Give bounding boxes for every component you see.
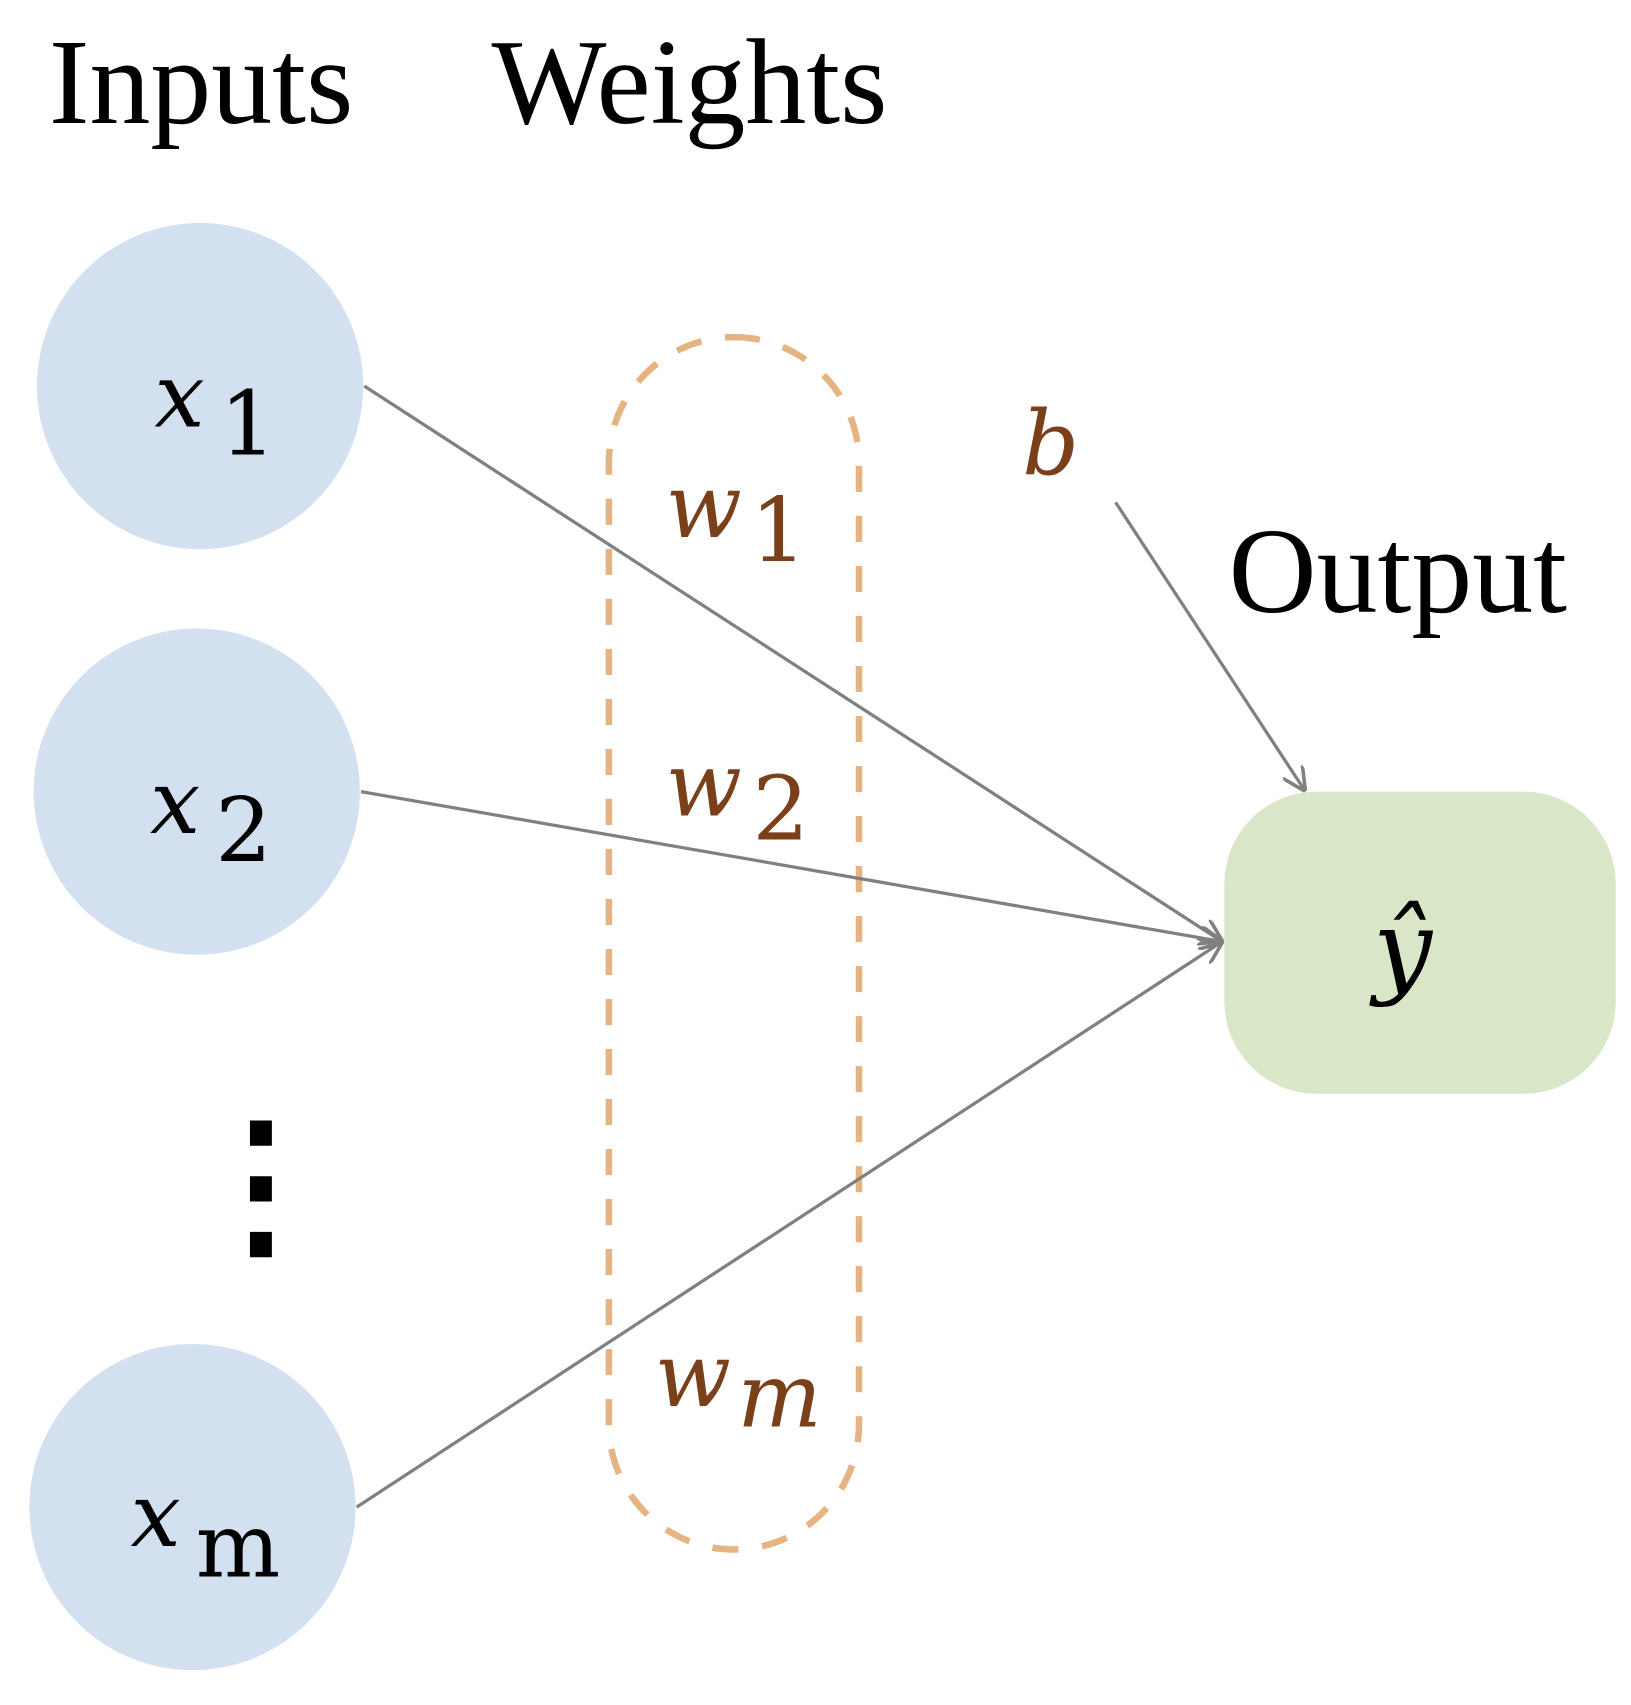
edge-bias-to-output bbox=[1114, 501, 1305, 790]
weights-heading: Weights bbox=[491, 15, 887, 150]
input-subscript: 2 bbox=[215, 779, 272, 883]
edge-x2-to-output bbox=[360, 790, 1222, 942]
weight-subscript: m bbox=[737, 1345, 822, 1449]
inputs-heading: Inputs bbox=[49, 15, 353, 150]
weights-group-box bbox=[605, 333, 863, 1553]
weight-subscript: 1 bbox=[750, 479, 807, 583]
input-node-xm: x m bbox=[29, 1343, 356, 1671]
weight-symbol: w bbox=[665, 455, 741, 559]
input-symbol: x bbox=[154, 344, 204, 448]
output-heading: Output bbox=[1229, 504, 1567, 639]
weight-symbol: w bbox=[665, 734, 741, 838]
edge-x1-to-output bbox=[363, 384, 1222, 942]
output-symbol: ŷ bbox=[1369, 887, 1434, 1009]
weight-wm: w m bbox=[655, 1324, 822, 1449]
weight-w2: w 2 bbox=[665, 734, 809, 862]
weight-subscript: 2 bbox=[752, 757, 809, 861]
output-node: ŷ bbox=[1224, 791, 1616, 1094]
input-symbol: x bbox=[150, 751, 200, 855]
input-node-x2: x 2 bbox=[33, 628, 360, 955]
input-node-x1: x 1 bbox=[36, 222, 364, 550]
weight-symbol: w bbox=[655, 1324, 731, 1428]
edge-xm-to-output bbox=[355, 942, 1223, 1509]
input-symbol: x bbox=[130, 1464, 180, 1568]
ellipsis: ⋮ bbox=[179, 1088, 342, 1279]
bias-label: b bbox=[1022, 392, 1079, 496]
weight-w1: w 1 bbox=[665, 455, 807, 583]
input-subscript: m bbox=[196, 1495, 281, 1599]
input-subscript: 1 bbox=[220, 373, 277, 477]
